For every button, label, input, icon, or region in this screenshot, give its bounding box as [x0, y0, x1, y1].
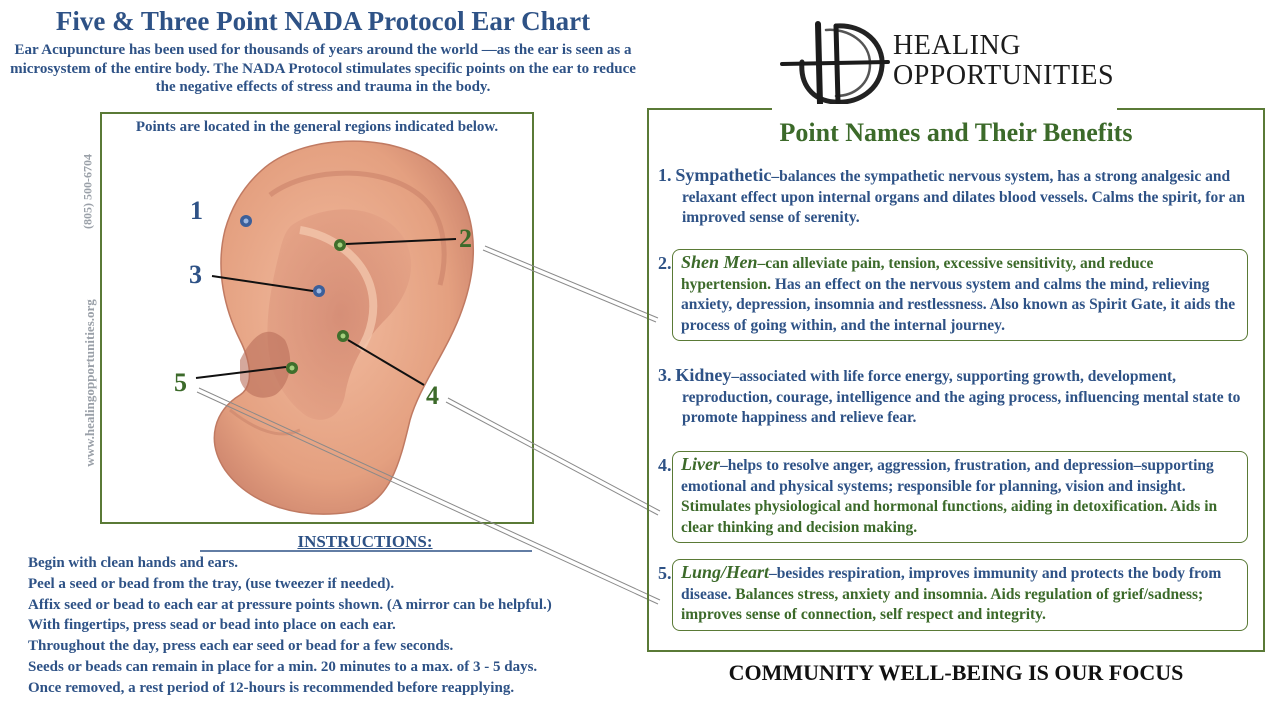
leader-line-2 [345, 238, 457, 245]
point-label-2: 2 [459, 224, 472, 253]
ear-antihelix [299, 226, 378, 353]
benefit-number: 3. [658, 365, 672, 385]
instructions-list: Begin with clean hands and ears. Peel a … [28, 553, 552, 699]
logo-mark [780, 21, 890, 107]
benefit-number: 1. [658, 165, 672, 185]
benefit-text: –besides respiration, improves immunity … [681, 565, 1222, 603]
leader-line-3 [211, 275, 314, 292]
benefit-number: 5. [658, 563, 672, 583]
instruction-step: With fingertips, press sead or bead into… [28, 617, 396, 634]
instruction-step: Begin with clean hands and ears. [28, 555, 239, 571]
benefit-text-extra: Balances stress, anxiety and insomnia. A… [681, 585, 1204, 624]
benefit-name: Sympathetic [675, 165, 772, 185]
benefit-item-3: 3. Kidney–associated with life force ene… [658, 365, 1262, 429]
point-marker-1 [240, 215, 252, 227]
benefit-item-2: 2. Shen Men–can alleviate pain, tension,… [658, 249, 1248, 341]
logo-line-2: OPPORTUNITIES [893, 60, 1115, 91]
benefit-text: –helps to resolve anger, aggression, fru… [681, 457, 1214, 495]
instruction-step: Peel a seed or bead from the tray, (use … [28, 575, 395, 592]
instruction-step: Seeds or beads can remain in place for a… [28, 658, 538, 675]
benefit-text-extra: Stimulates physiological and hormonal fu… [681, 498, 1218, 536]
point-label-5: 5 [174, 368, 187, 397]
ear-chart-caption: Points are located in the general region… [135, 119, 499, 135]
benefit-name: Shen Men [681, 252, 758, 272]
benefit-name: Liver [681, 454, 720, 474]
ear-concha [267, 209, 412, 420]
benefit-item-4: 4. Liver–helps to resolve anger, aggress… [658, 451, 1248, 543]
connector-5 [196, 387, 661, 605]
instruction-step: Throughout the day, press each ear seed … [28, 638, 454, 655]
intro-text: Ear Acupuncture has been used for thousa… [10, 42, 636, 95]
point-label-4: 4 [426, 381, 439, 410]
footer-tagline: COMMUNITY WELL-BEING IS OUR FOCUS [728, 660, 1184, 685]
point-marker-5 [286, 362, 298, 374]
connector-2 [482, 245, 659, 323]
benefit-name: Kidney [675, 365, 732, 385]
ear-lobe-shadow [229, 408, 301, 436]
point-marker-4 [337, 330, 349, 342]
page-title: Five & Three Point NADA Protocol Ear Cha… [55, 6, 591, 36]
benefit-text: –balances the sympathetic nervous system… [682, 168, 1246, 226]
instruction-step: Affix seed or bead to each ear at pressu… [28, 596, 552, 613]
connector-4 [445, 397, 661, 516]
point-marker-3 [313, 285, 325, 297]
benefit-item-1: 1. Sympathetic–balances the sympathetic … [658, 165, 1262, 229]
ear-helix-fold [268, 170, 447, 286]
benefit-text-extra: Has an effect on the nervous system and … [681, 275, 1236, 334]
leader-line-5 [195, 366, 287, 379]
benefits-title: Point Names and Their Benefits [779, 118, 1133, 147]
point-marker-2 [334, 239, 346, 251]
benefit-number: 2. [658, 253, 672, 273]
ear-tragus [240, 331, 291, 398]
benefit-item-5: 5. Lung/Heart–besides respiration, impro… [658, 559, 1248, 631]
benefit-name: Lung/Heart [681, 562, 770, 582]
benefit-text: –can alleviate pain, tension, excessive … [681, 255, 1154, 293]
point-label-3: 3 [189, 260, 202, 289]
instruction-step: Once removed, a rest period of 12-hours … [28, 679, 515, 696]
point-label-1: 1 [190, 196, 203, 225]
benefit-number: 4. [658, 455, 672, 475]
leader-line-4 [347, 339, 425, 386]
benefits-gap-cover [772, 104, 1117, 112]
benefit-text: –associated with life force energy, supp… [682, 368, 1241, 426]
instructions-title: INSTRUCTIONS: [297, 532, 433, 551]
logo-line-1: HEALING [893, 30, 1021, 61]
